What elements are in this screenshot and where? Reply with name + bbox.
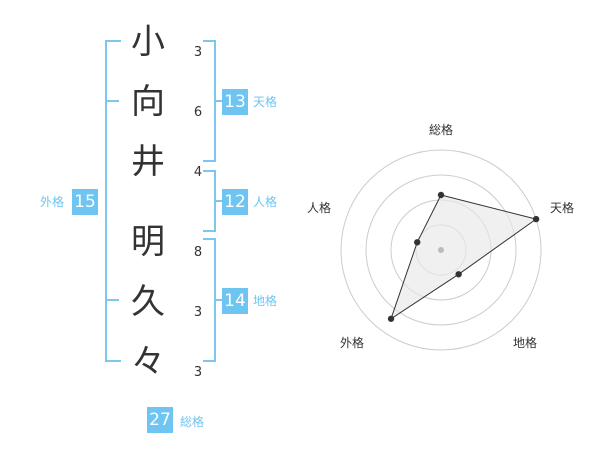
jinkaku-label: 人格 xyxy=(253,195,278,209)
radar-point xyxy=(455,271,462,278)
radar-point xyxy=(532,215,540,223)
stroke-count-2: 6 xyxy=(193,105,203,120)
jinkaku-value: 12 xyxy=(222,189,248,215)
radar-point xyxy=(437,191,445,199)
name-char-6: 々 xyxy=(131,342,165,382)
bracket-tick xyxy=(105,299,119,301)
bracket-tick xyxy=(105,100,119,102)
bracket-connector xyxy=(214,299,222,301)
tenkaku-value: 13 xyxy=(222,89,248,115)
stroke-count-4: 8 xyxy=(193,245,203,260)
soukaku-label: 総格 xyxy=(180,415,205,429)
stroke-count-3: 4 xyxy=(193,165,203,180)
radar-center xyxy=(438,247,444,253)
radar-ring xyxy=(365,174,517,326)
gaikaku-bracket xyxy=(105,40,121,362)
stroke-count-5: 3 xyxy=(193,305,203,320)
radar-area xyxy=(390,194,538,321)
name-char-1: 小 xyxy=(131,22,165,62)
bracket-connector xyxy=(214,100,222,102)
axis-label-tenkaku: 天格 xyxy=(550,200,574,215)
name-char-4: 明 xyxy=(131,222,165,262)
axis-label-chikaku: 地格 xyxy=(513,335,537,350)
bracket-connector xyxy=(214,200,222,202)
gaikaku-value: 15 xyxy=(72,189,98,215)
radar-point xyxy=(387,315,395,322)
tenkaku-label: 天格 xyxy=(253,95,278,109)
radar-ring xyxy=(340,149,542,351)
radar-point xyxy=(414,239,421,246)
chikaku-value: 14 xyxy=(222,288,248,314)
axis-label-soukaku: 総格 xyxy=(429,122,453,137)
stroke-count-1: 3 xyxy=(193,45,203,60)
name-char-2: 向 xyxy=(131,82,165,122)
axis-label-jinkaku: 人格 xyxy=(307,200,331,215)
name-char-5: 久 xyxy=(131,282,165,322)
soukaku-value: 27 xyxy=(147,407,173,433)
chikaku-label: 地格 xyxy=(253,294,278,308)
name-char-3: 井 xyxy=(131,142,165,182)
axis-label-gaikaku: 外格 xyxy=(340,335,364,350)
gaikaku-label: 外格 xyxy=(40,195,65,209)
stroke-count-6: 3 xyxy=(193,365,203,380)
